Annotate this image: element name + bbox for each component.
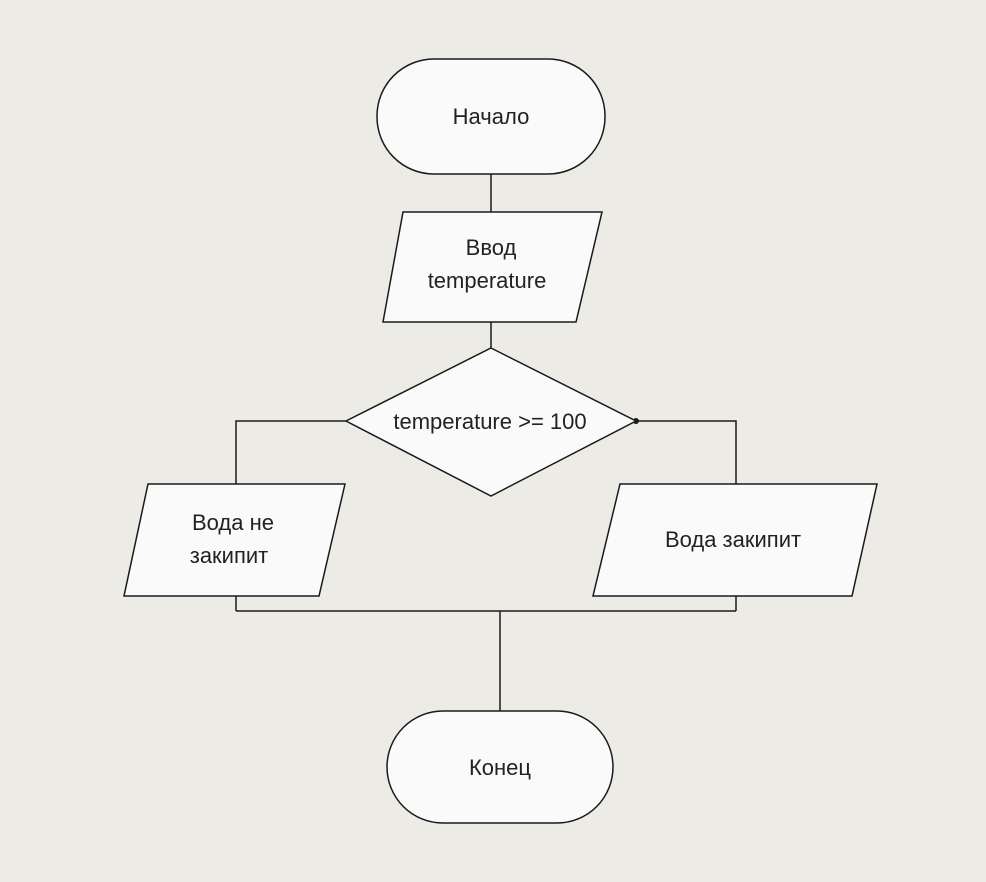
input-label-line2: temperature	[428, 268, 547, 293]
condition-label: temperature >= 100	[393, 409, 586, 434]
output-no-label-line2: закипит	[190, 543, 269, 568]
output-no-label-line1: Вода не	[192, 510, 274, 535]
end-label: Конец	[469, 755, 531, 780]
start-terminal: Начало	[376, 58, 606, 175]
connector-condition-to-yes-branch	[636, 420, 737, 484]
input-label-line1: Ввод	[466, 235, 517, 260]
connector-condition-to-no-branch	[235, 420, 346, 484]
input-block: Ввод temperature	[382, 211, 603, 323]
end-terminal: Конец	[386, 710, 614, 824]
output-yes-block: Вода закипит	[592, 483, 878, 597]
start-label: Начало	[453, 104, 530, 129]
output-yes-label: Вода закипит	[665, 527, 801, 552]
condition-decision: temperature >= 100	[344, 347, 638, 497]
output-no-block: Вода не закипит	[123, 483, 346, 597]
